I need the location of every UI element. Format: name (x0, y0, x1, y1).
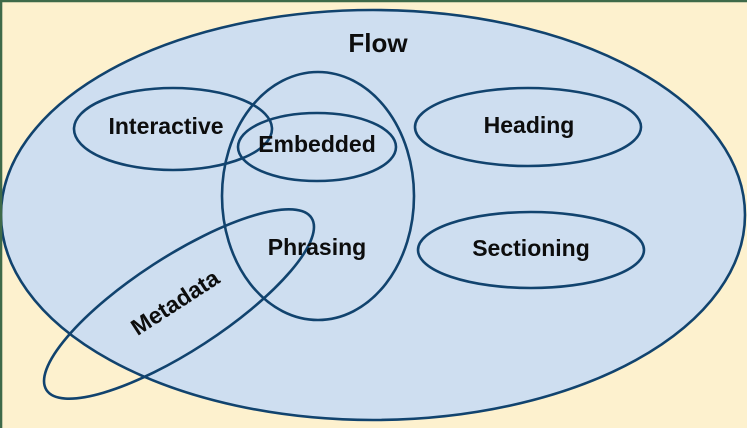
venn-set-interactive[interactable] (72, 86, 274, 172)
venn-set-sectioning[interactable] (416, 210, 646, 290)
venn-set-heading[interactable] (413, 86, 643, 168)
venn-label-flow: Flow (348, 28, 408, 58)
venn-label-sectioning: Sectioning (472, 235, 590, 261)
venn-label-heading: Heading (484, 112, 575, 138)
venn-label-phrasing: Phrasing (268, 234, 366, 260)
venn-label-interactive: Interactive (108, 113, 223, 139)
venn-set-phrasing[interactable] (220, 70, 416, 322)
venn-set-embedded[interactable] (236, 111, 398, 183)
venn-shape-layer (0, 8, 747, 428)
venn-set-flow[interactable] (0, 8, 747, 422)
venn-set-metadata[interactable] (21, 179, 337, 428)
venn-label-embedded: Embedded (258, 131, 376, 157)
